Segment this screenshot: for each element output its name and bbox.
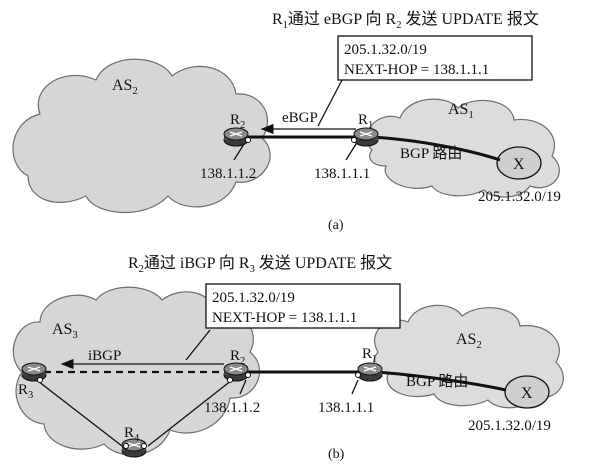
as3-label-b: AS3 <box>52 321 78 341</box>
ip-r2-label-a: 138.1.1.2 <box>200 166 256 182</box>
destination-x-a <box>496 146 542 180</box>
interface-dot-r3-b <box>37 377 43 383</box>
as1-label-a: AS1 <box>448 101 474 121</box>
router-r2-label-a: R2 <box>230 112 245 131</box>
update-box-prefix-b: 205.1.32.0/19 <box>212 290 295 306</box>
box-pointer-b <box>185 329 211 361</box>
as3-cloud-b <box>12 286 261 456</box>
interface-dot-r2-a <box>245 137 251 143</box>
update-box-nexthop-a: NEXT-HOP = 138.1.1.1 <box>344 62 489 78</box>
panel-a: X R1通过 eBGP 向 R2 发送 UPDATE 报文 205.1.32.0… <box>12 10 561 233</box>
ebgp-label-a: eBGP <box>282 110 318 126</box>
update-box-nexthop-b: NEXT-HOP = 138.1.1.1 <box>212 310 357 326</box>
caption-b: (b) <box>328 447 345 462</box>
router-r1-icon-a <box>353 127 379 147</box>
as2-cloud-a <box>12 58 271 214</box>
bgp-route-link-b <box>375 370 507 392</box>
bgp-route-link-a <box>371 135 501 162</box>
update-box-b <box>205 283 401 329</box>
router-r1-label-a: R1 <box>358 112 373 131</box>
interface-dot-r1-b <box>355 372 361 378</box>
router-r1-label-b: R1 <box>362 346 377 365</box>
ip-pointer-r1-b <box>351 379 359 395</box>
bgp-route-label-a: BGP 路由 <box>400 145 462 162</box>
as2-label-b: AS2 <box>456 331 482 351</box>
ip-pointer-r1-a <box>345 143 357 161</box>
link-r3-r4-b <box>33 377 123 447</box>
as2-label-a: AS2 <box>112 77 138 97</box>
link-r4-r2-b <box>147 379 233 447</box>
destination-x-label-a: X <box>513 156 525 173</box>
destination-x-label-b: X <box>521 385 533 402</box>
interface-dot-r4a-b <box>123 443 129 449</box>
prefix-label-b: 205.1.32.0/19 <box>468 418 551 434</box>
destination-x-b <box>504 375 550 409</box>
ip-r2-label-b: 138.1.1.2 <box>204 400 260 416</box>
update-box-a <box>337 35 533 81</box>
box-pointer-a <box>317 79 343 127</box>
caption-a: (a) <box>328 218 344 233</box>
update-box-prefix-a: 205.1.32.0/19 <box>344 42 427 58</box>
router-r1-icon-b <box>357 362 383 382</box>
interface-dot-r2-b <box>245 372 251 378</box>
interface-dot-r1-a <box>351 137 357 143</box>
ip-r1-label-a: 138.1.1.1 <box>314 166 370 182</box>
router-r2-label-b: R2 <box>230 348 245 367</box>
bgp-route-label-b: BGP 路由 <box>406 373 468 390</box>
ip-pointer-r2-a <box>233 143 245 161</box>
ip-pointer-r2-b <box>239 379 247 395</box>
panel-b: R2通过 iBGP 向 R3 发送 UPDATE 报文 X 205.1.32.0… <box>12 254 564 462</box>
prefix-label-a: 205.1.32.0/19 <box>478 189 561 205</box>
ibgp-label-b: iBGP <box>88 348 121 364</box>
router-r4-label-b: R4 <box>124 425 140 444</box>
router-r3-label-b: R3 <box>18 382 33 401</box>
interface-dot-r4b-b <box>141 443 147 449</box>
ip-r1-label-b: 138.1.1.1 <box>318 400 374 416</box>
panel-b-heading: R2通过 iBGP 向 R3 发送 UPDATE 报文 <box>128 254 392 275</box>
panel-a-heading: R1通过 eBGP 向 R2 发送 UPDATE 报文 <box>272 10 539 31</box>
interface-dot-r2c-b <box>227 377 233 383</box>
